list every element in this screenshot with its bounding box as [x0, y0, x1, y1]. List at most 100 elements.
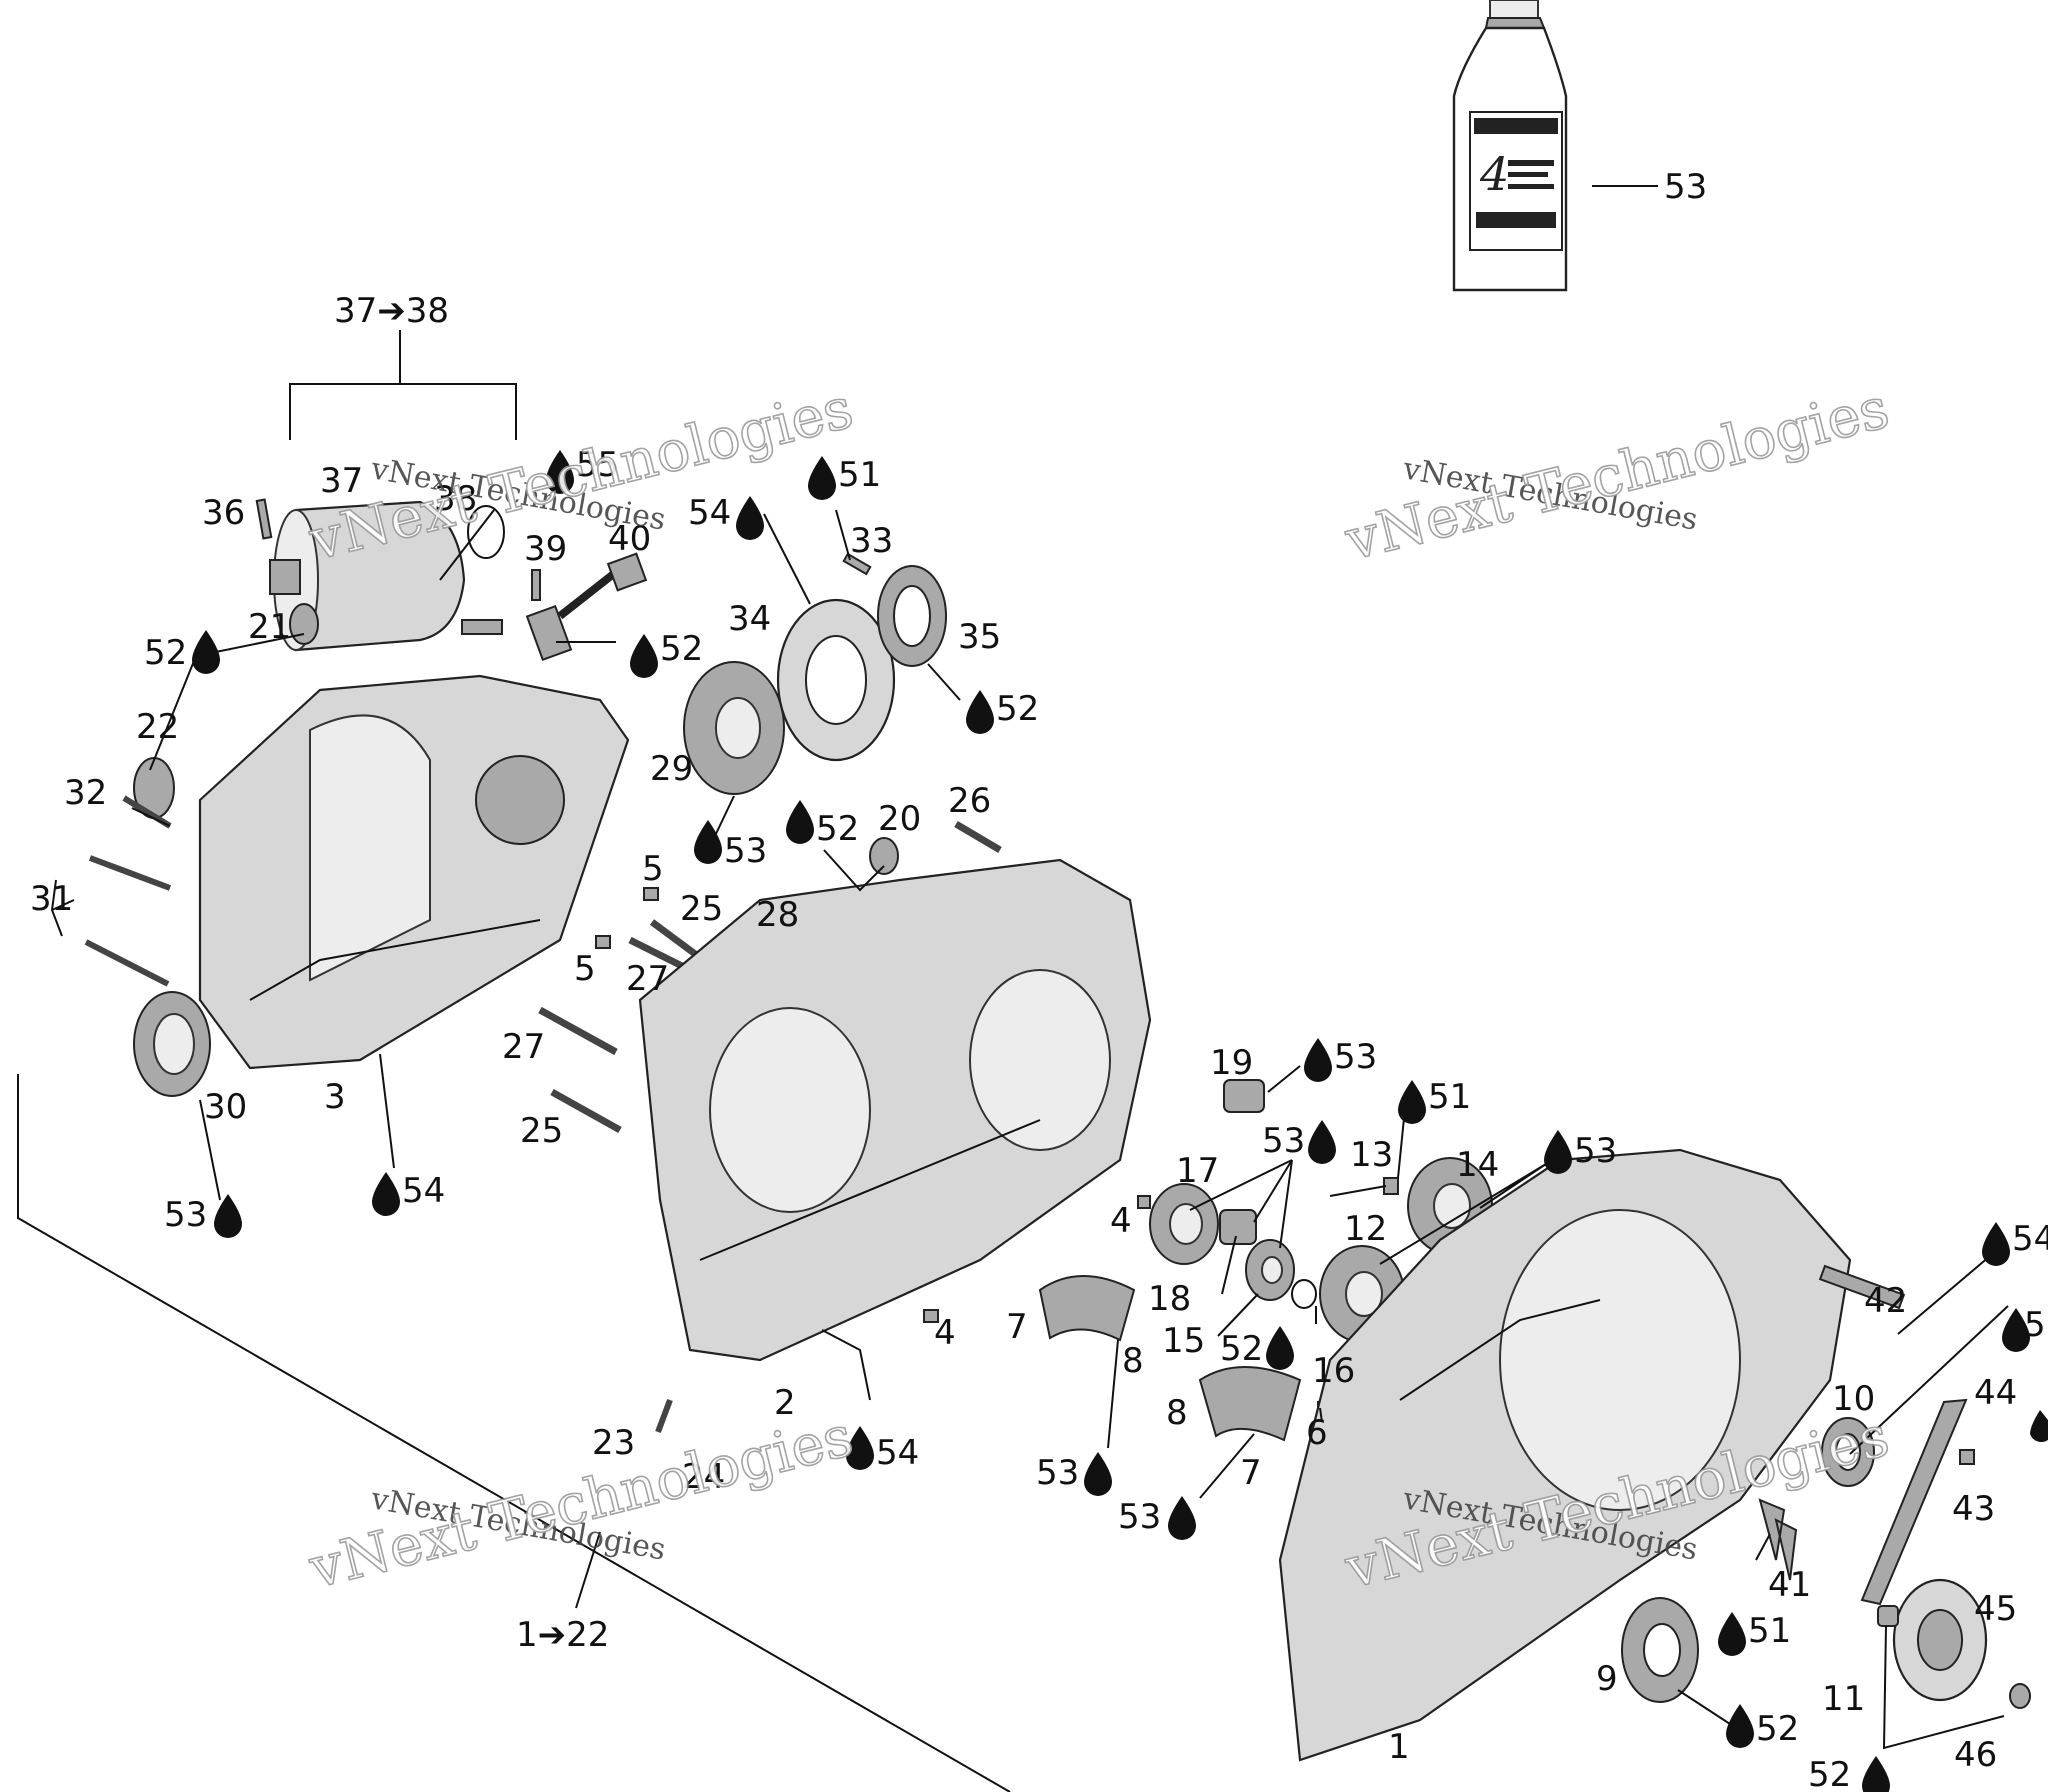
callout-1: 1: [1388, 1727, 1410, 1767]
callout-55: 55: [546, 445, 619, 494]
svg-text:53: 53: [164, 1195, 207, 1235]
svg-text:52: 52: [1220, 1329, 1263, 1369]
callout-41: 41: [1768, 1565, 1811, 1605]
drop-icon: [192, 630, 220, 674]
drop-icon: [966, 690, 994, 734]
crankcase-center-2: [638, 858, 1152, 1362]
dowel-5b: [595, 935, 611, 949]
shell-7-8a: [1038, 1275, 1136, 1342]
callout-43: 43: [1952, 1489, 1995, 1529]
drop-icon: [1304, 1038, 1332, 1082]
callout-28: 28: [756, 895, 799, 935]
seal-21: [289, 603, 319, 645]
callout-21: 21: [248, 607, 291, 647]
crankcase-group-label: 1➔22: [516, 1615, 609, 1655]
bushing-18: [1219, 1209, 1257, 1245]
callout-52-seal9: 52: [1726, 1704, 1799, 1749]
callout-34: 34: [728, 599, 771, 639]
rotor-29: [683, 661, 785, 795]
callout-53-bearings: 53: [1544, 1130, 1617, 1174]
svg-text:52: 52: [1808, 1755, 1851, 1792]
callout-51-top: 51: [808, 455, 881, 500]
drop-icon: [2002, 1308, 2030, 1352]
svg-text:52: 52: [816, 809, 859, 849]
callout-39: 39: [524, 529, 567, 569]
svg-text:52: 52: [1756, 1709, 1799, 1749]
crankcase-group-line: [17, 1074, 1011, 1792]
callout-51-right: 51: [1718, 1611, 1791, 1656]
svg-text:4: 4: [1479, 147, 1509, 201]
drop-icon: [1084, 1452, 1112, 1496]
callout-52-seal35: 52: [966, 689, 1039, 734]
watermark-bottom-left: vNext Technologies vNext Technologies: [302, 1403, 860, 1602]
callout-17: 17: [1176, 1151, 1219, 1191]
callout-14: 14: [1456, 1145, 1499, 1185]
plug-23-24: [655, 1398, 673, 1434]
svg-text:5: 5: [2024, 1305, 2046, 1345]
guide-44: [1860, 1398, 1968, 1606]
callout-31: 31: [30, 879, 73, 919]
oil-bottle-callout: 53: [1664, 167, 1707, 207]
bearing-17: [1149, 1183, 1219, 1265]
drop-icon: [2030, 1410, 2048, 1443]
callout-30: 30: [204, 1087, 247, 1127]
callout-4a: 4: [1110, 1201, 1132, 1241]
callout-38: 38: [434, 479, 477, 519]
svg-text:52: 52: [660, 629, 703, 669]
drop-icon: [846, 1426, 874, 1470]
callout-25b: 25: [520, 1111, 563, 1151]
svg-text:53: 53: [724, 831, 767, 871]
callout-labels: 37 55 38 36 39 40 52 21 22 52 32 31 30 3…: [30, 445, 2048, 1792]
callout-22: 22: [136, 707, 179, 747]
seal-20: [869, 837, 899, 875]
svg-text:54: 54: [876, 1433, 919, 1473]
callout-13: 13: [1350, 1135, 1393, 1175]
drop-icon: [1982, 1222, 2010, 1266]
callout-35: 35: [958, 617, 1001, 657]
callout-52-starter: 52: [630, 629, 703, 678]
callout-3: 3: [324, 1077, 346, 1117]
stator-cover-34: [776, 598, 896, 762]
bushing-19: [1223, 1079, 1265, 1113]
drop-icon: [1544, 1130, 1572, 1174]
callout-54-center: 54: [846, 1426, 919, 1473]
drop-icon: [1726, 1704, 1754, 1748]
callout-29: 29: [650, 749, 693, 789]
drop-icon: [1398, 1080, 1426, 1124]
callout-25a: 25: [680, 889, 723, 929]
callout-9: 9: [1596, 1659, 1618, 1699]
drop-icon: [808, 456, 836, 500]
callout-54-left: 54: [372, 1171, 445, 1216]
callout-33: 33: [850, 521, 893, 561]
drop-icon: [214, 1194, 242, 1238]
bolt-13: [1383, 1177, 1399, 1195]
callout-51-mid: 51: [1398, 1077, 1471, 1124]
callout-23: 23: [592, 1423, 635, 1463]
drop-icon: [546, 450, 574, 494]
callout-8a: 8: [1122, 1341, 1144, 1381]
drop-icon: [694, 820, 722, 864]
callout-11: 11: [1822, 1679, 1865, 1719]
callout-19: 19: [1210, 1043, 1253, 1083]
o-ring-38: [467, 505, 505, 559]
bolt-43: [1959, 1449, 1975, 1465]
dowel-5a: [643, 887, 659, 901]
washer-46: [2009, 1683, 2031, 1709]
shell-7-8b: [1198, 1366, 1302, 1442]
callout-2: 2: [774, 1383, 796, 1423]
drop-icon: [1168, 1496, 1196, 1540]
watermark-top-left: vNext Technologies vNext Technologies: [302, 375, 860, 574]
drop-icon: [1718, 1612, 1746, 1656]
callout-5b: 5: [574, 949, 596, 989]
svg-text:51: 51: [1748, 1611, 1791, 1651]
callout-16: 16: [1312, 1351, 1355, 1391]
callout-6: 6: [1306, 1413, 1328, 1453]
callout-53-center: 53: [1262, 1120, 1336, 1164]
svg-text:53: 53: [1334, 1037, 1377, 1077]
callout-40: 40: [608, 519, 651, 559]
callout-42: 42: [1864, 1281, 1907, 1321]
watermark-top-right: vNext Technologies vNext Technologies: [1338, 375, 1896, 574]
ring-16: [1291, 1279, 1317, 1309]
drop-icon: [736, 496, 764, 540]
